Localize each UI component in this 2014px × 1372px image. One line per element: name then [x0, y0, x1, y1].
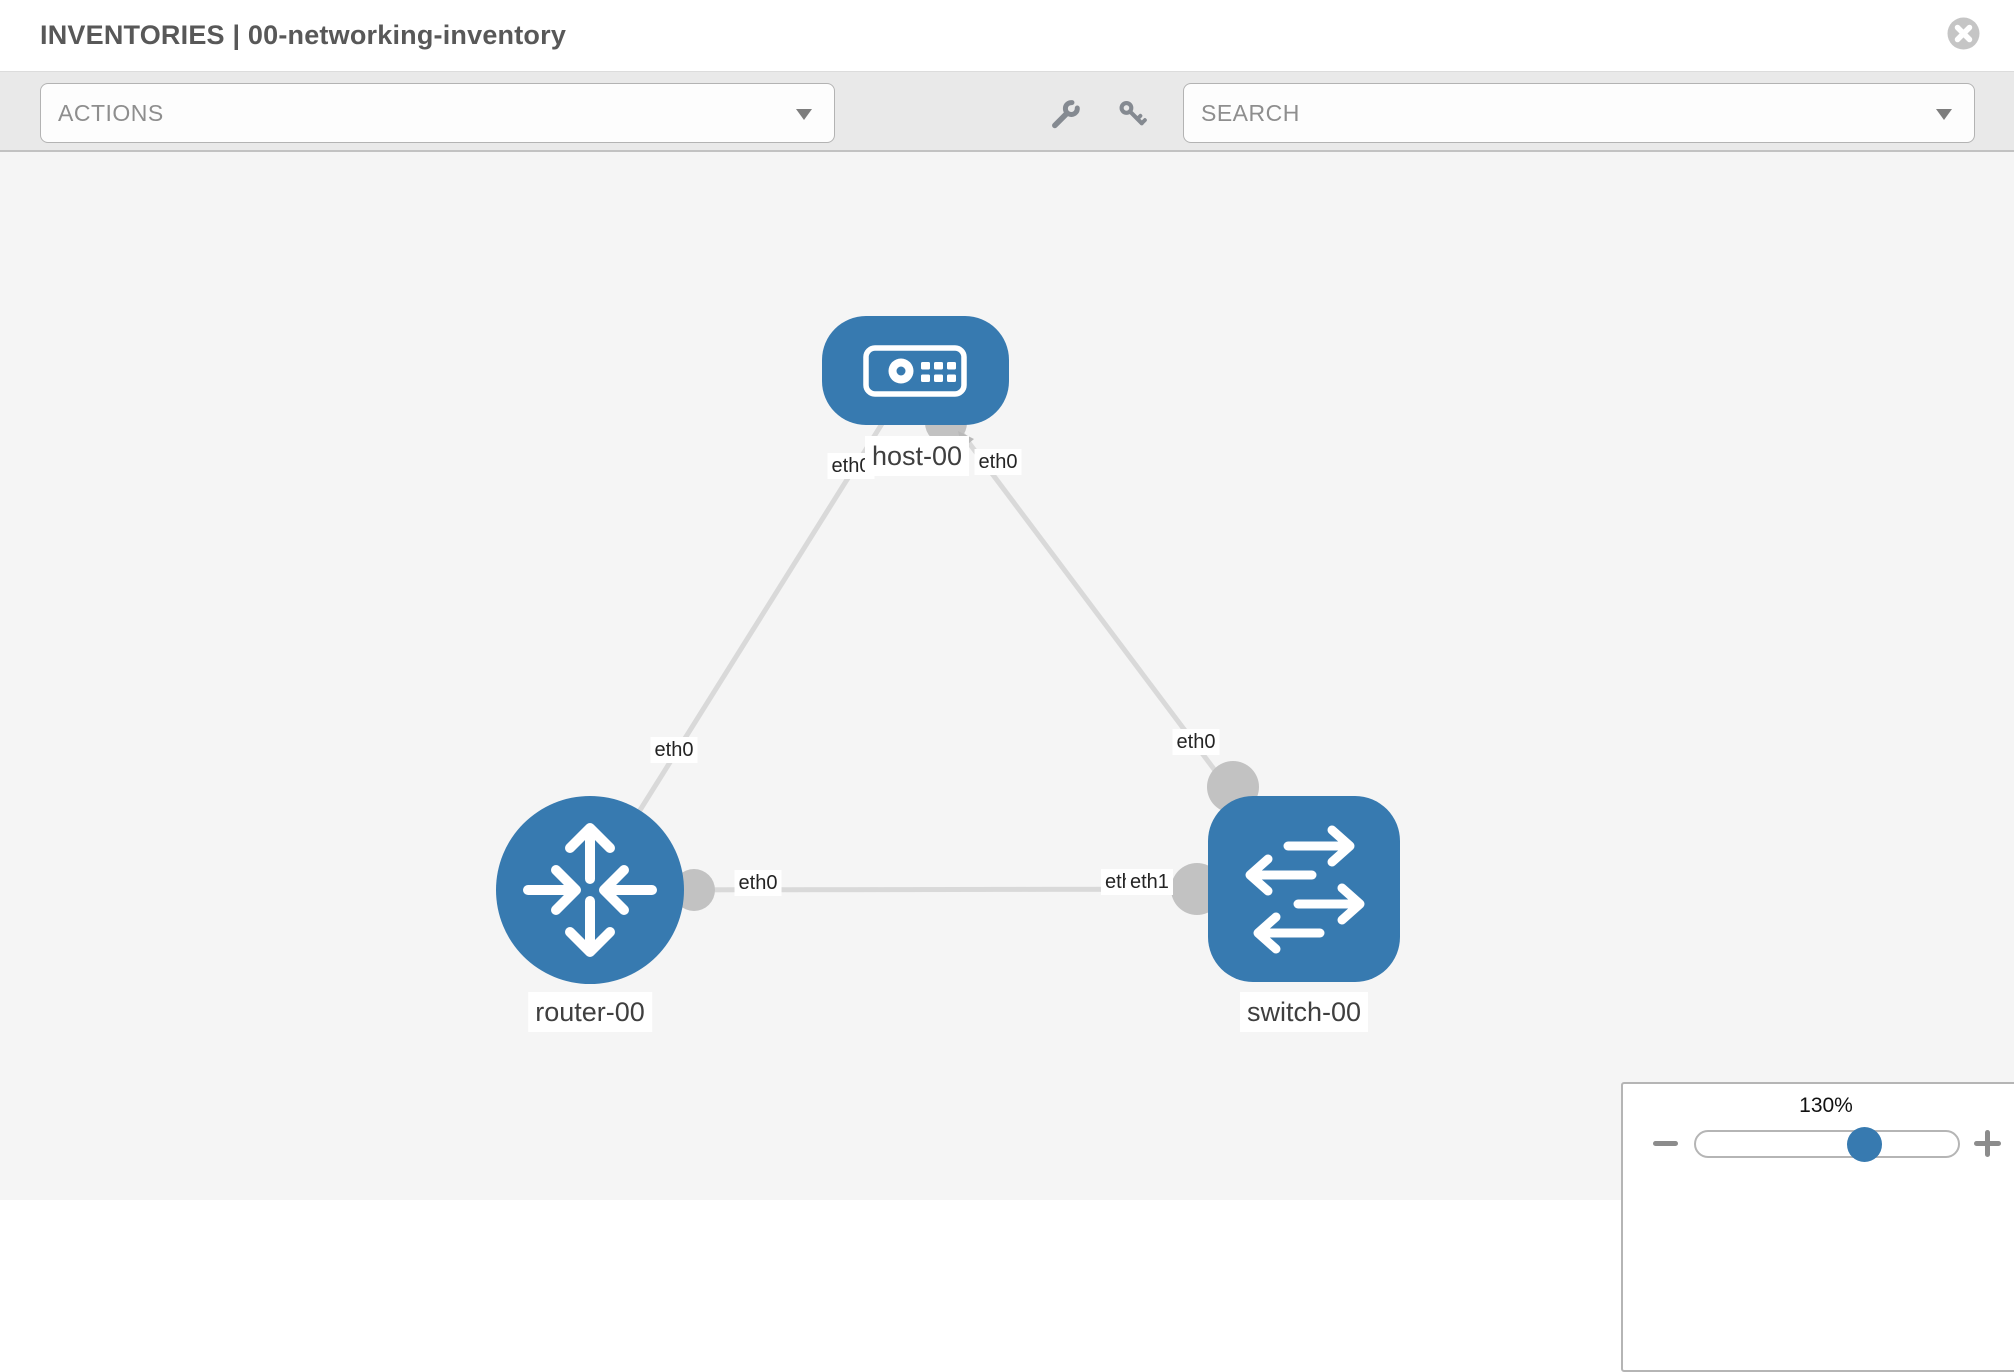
node-label-switch: switch-00 [1239, 992, 1369, 1032]
interface-label: eth0 [734, 870, 782, 896]
router-icon [523, 823, 657, 957]
panel-header: INVENTORIES | 00-networking-inventory [0, 0, 2014, 72]
node-switch-00[interactable] [1208, 796, 1400, 982]
zoom-level-value: 130% [1799, 1094, 1853, 1117]
page-title: INVENTORIES | 00-networking-inventory [40, 20, 567, 50]
wrench-icon [1052, 100, 1080, 129]
zoom-slider-track[interactable] [1694, 1130, 1960, 1158]
actions-dropdown[interactable]: ACTIONS [40, 83, 835, 143]
interface-label: eth0 [650, 737, 698, 763]
actions-dropdown-label: ACTIONS [58, 100, 164, 126]
topology-canvas[interactable]: eth0 eth0 eth0 eth0 eth0 eth0 eth1 host-… [0, 152, 2014, 1372]
close-icon [1947, 17, 1980, 50]
interface-connector-router[interactable] [673, 869, 715, 911]
chevron-down-icon [796, 109, 812, 120]
topology-graph [496, 316, 1400, 984]
zoom-in-button[interactable] [1974, 1130, 2001, 1157]
zoom-control-panel: 130% [1621, 1082, 2014, 1372]
node-label-router: router-00 [528, 992, 652, 1032]
node-host-00[interactable] [822, 316, 1009, 425]
zoom-slider-thumb[interactable] [1847, 1127, 1882, 1162]
configure-button[interactable] [1049, 97, 1083, 131]
close-button[interactable] [1947, 17, 1980, 50]
zoom-out-button[interactable] [1653, 1141, 1678, 1146]
chevron-down-icon [1936, 109, 1952, 120]
node-label-host: host-00 [864, 436, 970, 476]
plus-icon [1985, 1130, 1990, 1157]
toolbar: ACTIONS SEARCH [0, 72, 2014, 152]
search-dropdown[interactable]: SEARCH [1183, 83, 1975, 143]
key-icon [1119, 101, 1147, 126]
credentials-button[interactable] [1116, 97, 1150, 131]
switch-icon [1245, 825, 1365, 954]
interface-label: eth0 [974, 449, 1022, 475]
interface-label: eth0 [1172, 729, 1220, 755]
search-dropdown-label: SEARCH [1201, 100, 1300, 126]
interface-label: eth1 [1126, 869, 1173, 895]
node-router-00[interactable] [496, 796, 684, 984]
host-icon [863, 345, 967, 397]
